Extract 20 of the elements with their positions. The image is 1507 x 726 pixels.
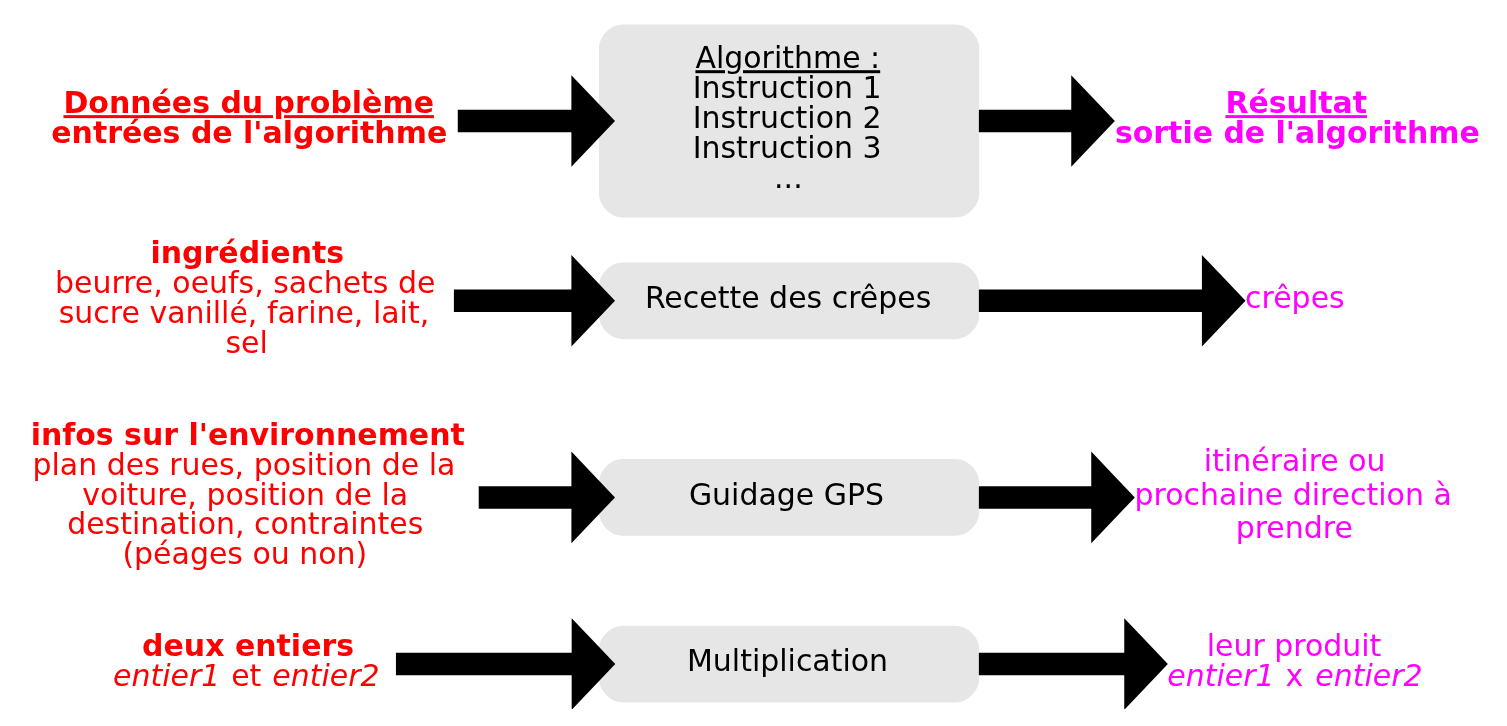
node-text: crêpes: [1245, 279, 1345, 315]
node-box: Guidage GPS: [599, 458, 980, 536]
node-text: infos sur l'environnement plan des rues, position de la voiture, position de la destination, contraintes (péages ou non): [30, 416, 465, 571]
arrow: [395, 617, 616, 709]
node-text: Résultat sortie de l'algorithme: [1114, 84, 1480, 150]
arrow: [978, 254, 1246, 347]
node-text: deux entiers entier1 et entier2: [113, 627, 380, 693]
arrow: [978, 451, 1135, 543]
arrow: [978, 74, 1115, 167]
node-text: ingrédients beurre, oeufs, sachets de sucre vanillé, farine, lait, sel: [55, 234, 436, 360]
node-text: Données du problème entrées de l'algorithme: [51, 84, 448, 150]
node-box: Multiplication: [599, 625, 980, 702]
arrow: [457, 74, 615, 167]
node-text: itinéraire ou prochaine direction à prendre: [1134, 442, 1452, 545]
arrow: [453, 254, 615, 347]
arrow: [978, 617, 1168, 709]
node-text: leur produit entier1 x entier2: [1167, 627, 1423, 693]
node-box: Recette des crêpes: [599, 261, 980, 339]
node-box: Algorithme : Instruction 1 Instruction 2 Instruction 3 ...: [599, 24, 980, 217]
arrow: [478, 451, 615, 543]
